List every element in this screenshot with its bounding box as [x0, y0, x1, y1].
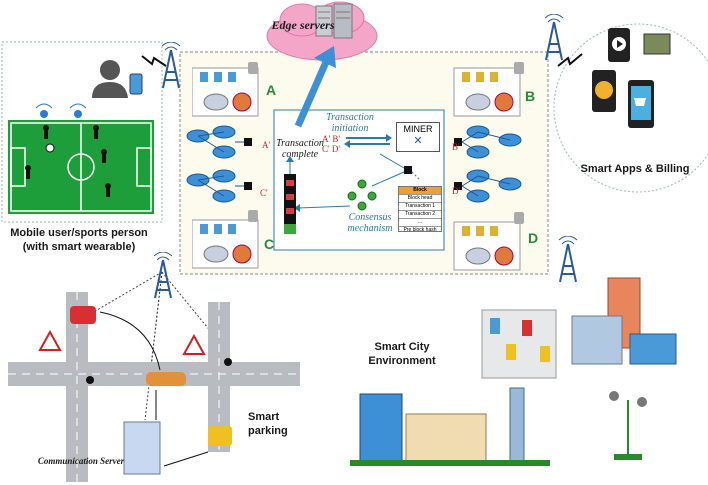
cell-tower-icon — [558, 236, 578, 283]
communication-server-label: Communication Server — [37, 456, 125, 466]
lock-icon — [248, 210, 258, 222]
cluster-c-letter: C — [264, 236, 275, 252]
road-vertical-left — [66, 292, 88, 482]
soccer-field-icon — [8, 120, 154, 214]
lock-icon — [514, 212, 524, 224]
glass-tower — [509, 387, 525, 465]
cluster-c-devices — [192, 210, 259, 269]
wireless-link-icon — [141, 55, 167, 67]
router-network-right — [454, 125, 522, 203]
lock-icon — [514, 62, 524, 74]
cluster-b-devices — [453, 62, 524, 117]
transaction-arrows — [344, 134, 392, 148]
edge-servers-label: Edge servers — [271, 18, 335, 32]
smart-parking-scene — [8, 292, 300, 482]
edge-cloud-icon — [266, 1, 378, 61]
a-prime-label: A' — [262, 140, 271, 150]
brick-building — [405, 413, 487, 465]
traffic-light-sign-icon — [182, 333, 206, 355]
consensus-mechanism-label: Consensus mechanism — [347, 212, 393, 234]
car-orange-icon — [146, 372, 186, 386]
transaction-initiation-label: Transaction initiation — [326, 112, 374, 134]
cell-tower-icon — [161, 42, 181, 89]
cluster-a-letter: A — [266, 82, 277, 98]
block-title: Block — [399, 187, 441, 194]
smart-parking-label: Smart parking — [248, 411, 288, 437]
soccer-ball-icon — [45, 143, 55, 153]
cluster-b-letter: B — [525, 88, 536, 104]
smart-city-scene — [350, 277, 677, 466]
cluster-d-devices — [453, 212, 524, 271]
smart-city-label: Smart City Environment — [368, 341, 436, 367]
wireless-link-icon — [557, 53, 583, 67]
station-building — [629, 333, 677, 365]
block-row: Pre block hash — [399, 226, 441, 234]
tower-link-4 — [144, 271, 163, 421]
wearable-signal-icon — [35, 103, 87, 118]
block-row: Transaction 1 — [399, 202, 441, 210]
block-node — [404, 166, 412, 174]
pedestrian-icon — [224, 358, 232, 366]
smart-apps-label: Smart Apps & Billing — [580, 163, 690, 175]
upload-arrow — [294, 46, 336, 128]
c-prime-label: C' — [260, 188, 268, 198]
cell-tower-icon — [544, 14, 564, 61]
warning-sign-icon — [38, 329, 62, 351]
pickaxe-icon: ✕ — [413, 135, 423, 147]
communication-server-icon — [123, 421, 161, 475]
mobile-user-panel — [1, 41, 163, 223]
taxi-icon — [208, 426, 232, 446]
pedestrian-icon — [86, 376, 94, 384]
server-rack-icon — [315, 3, 353, 39]
cd-pair-label: C' D' — [322, 144, 340, 154]
user-avatar-icon — [92, 60, 143, 98]
blue-building — [359, 393, 403, 465]
ab-pair-label: A' B' — [322, 134, 340, 144]
block-row: ... — [399, 218, 441, 226]
process-flow — [284, 153, 421, 234]
miner-label: MINER — [403, 124, 433, 134]
miner-box: MINER ✕ — [396, 122, 440, 152]
router-network-left — [186, 125, 252, 203]
car-red-icon — [70, 306, 96, 324]
transaction-complete-label: Transaction complete — [276, 138, 324, 160]
block-row: Block head — [399, 194, 441, 202]
b-prime-label: B' — [452, 142, 460, 152]
cluster-d-letter: D — [528, 230, 539, 246]
office-building — [571, 315, 623, 365]
cluster-a-devices — [192, 62, 259, 117]
lock-icon — [248, 62, 258, 74]
block-structure: Block Block head Transaction 1 Transacti… — [398, 186, 442, 234]
mobile-user-label: Mobile user/sports person (with smart we… — [10, 227, 148, 253]
cell-tower-icon — [153, 252, 173, 299]
d-prime-label: D' — [452, 186, 461, 196]
smart-apps-icons — [592, 28, 671, 128]
cash-icon — [643, 33, 671, 55]
block-row: Transaction 2 — [399, 210, 441, 218]
